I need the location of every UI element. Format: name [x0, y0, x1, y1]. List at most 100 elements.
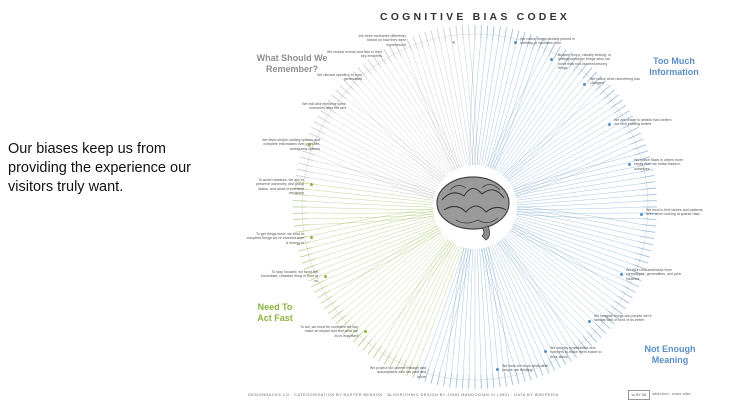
bias-branch-line [358, 86, 444, 180]
bias-label-tick [372, 346, 382, 359]
bias-label-tick [331, 310, 343, 320]
bias-branch-line [514, 166, 639, 194]
bias-label-tick [591, 327, 602, 339]
bias-label-tick [367, 342, 377, 355]
bias-branch-line [306, 206, 434, 210]
bias-label-tick [623, 121, 636, 129]
bias-label-tick [343, 323, 355, 334]
bias-branch-line [395, 58, 459, 169]
bias-branch-line [445, 247, 464, 373]
bias-branch-line [515, 217, 637, 254]
bias-branch-line [354, 236, 446, 324]
bias-label-tick [537, 38, 544, 52]
bias-label-tick [468, 374, 470, 389]
bias-label-tick [357, 67, 368, 79]
bias-label-tick [620, 290, 633, 299]
bias-branch-line [339, 108, 443, 181]
bias-branch-line [463, 39, 476, 166]
bias-branch-line [487, 246, 533, 365]
bias-branch-line [492, 49, 533, 169]
bias-label-tick [406, 362, 413, 376]
bias-branch-line [315, 219, 436, 260]
bias-label-tick [628, 274, 642, 282]
bias-branch-line [512, 127, 624, 189]
bias-branch-line [494, 244, 549, 359]
bias-branch-line [338, 229, 440, 306]
bias-branch-line [516, 195, 643, 206]
bias-branch-line [311, 215, 434, 248]
bias-branch-line [516, 211, 643, 214]
bias-branch-line [428, 248, 467, 369]
bias-label-tick [573, 342, 583, 355]
bias-branch-line [502, 238, 592, 328]
bias-branch-line [515, 143, 631, 195]
bias-branch-line [326, 230, 441, 287]
bias-branch-line [489, 55, 549, 168]
bias-label-tick [311, 280, 325, 288]
bias-branch-line [503, 237, 574, 343]
bias-label-tick [293, 218, 308, 221]
bias-label-tick [642, 224, 657, 227]
bias-branch-line [422, 247, 465, 367]
bias-branch-line [469, 38, 476, 166]
bias-label-tick [558, 49, 567, 62]
bias-branch-line [362, 239, 449, 332]
bias-branch-line [376, 243, 455, 344]
bias-branch-line [371, 74, 449, 175]
bias-branch-line [474, 39, 487, 166]
bias-label-tick [461, 374, 464, 389]
bias-branch-line [508, 112, 615, 183]
bias-branch-line [319, 143, 435, 195]
bias-branch-line [483, 42, 511, 166]
bias-branch-line [323, 133, 437, 191]
bias-branch-line [308, 208, 434, 231]
bias-branch-line [329, 232, 442, 292]
bias-label-tick [603, 89, 615, 100]
bias-branch-line [439, 42, 467, 166]
bias-branch-line [310, 213, 434, 243]
bias-branch-line [457, 248, 469, 375]
bias-label-tick [455, 25, 458, 40]
bias-label-tick [348, 327, 359, 339]
bias-branch-line [329, 122, 439, 187]
bias-label-tick [595, 80, 607, 91]
bias-branch-line [350, 234, 444, 320]
annotation-dot [324, 275, 327, 278]
bias-label-tick [642, 218, 657, 221]
bias-label-tick [468, 25, 470, 40]
bias-label-tick [455, 374, 458, 389]
bias-label-tick [634, 258, 649, 264]
quadrant-title-meaning: Not Enough Meaning [644, 344, 696, 365]
bias-branch-line [516, 183, 642, 201]
annotation-dot [310, 183, 313, 186]
bias-label-tick [383, 352, 392, 365]
bias-branch-line [434, 248, 470, 371]
bias-branch-line [321, 138, 436, 193]
annotation-dot [620, 273, 623, 276]
bias-label-tick [509, 371, 514, 386]
bias-label-tick [641, 181, 656, 185]
bias-label-tick [503, 372, 508, 387]
annotation-note: We project our current mindset and assum… [369, 366, 426, 379]
bias-label-tick [352, 71, 363, 83]
bias-label-tick [578, 339, 588, 351]
bias-label-tick [548, 43, 556, 57]
bias-branch-line [457, 39, 474, 166]
bias-label-tick [497, 373, 501, 388]
bias-branch-line [505, 103, 608, 179]
annotation-note: To get things done, we tend to complete … [246, 232, 304, 245]
bias-label-tick [614, 104, 627, 114]
annotation-dot [583, 83, 586, 86]
bias-branch-line [506, 234, 600, 320]
bias-branch-line [390, 61, 457, 170]
bias-branch-line [493, 61, 560, 170]
bias-label-tick [295, 174, 310, 179]
bias-label-tick [599, 84, 611, 95]
bias-wheel-graphic [293, 25, 657, 389]
bias-label-tick [515, 369, 520, 384]
bias-branch-line [503, 78, 584, 177]
bias-label-tick [323, 104, 336, 114]
bias-label-tick [303, 264, 318, 270]
bias-label-tick [461, 25, 464, 40]
quadrant-title-information: Too Much Information [649, 56, 699, 77]
